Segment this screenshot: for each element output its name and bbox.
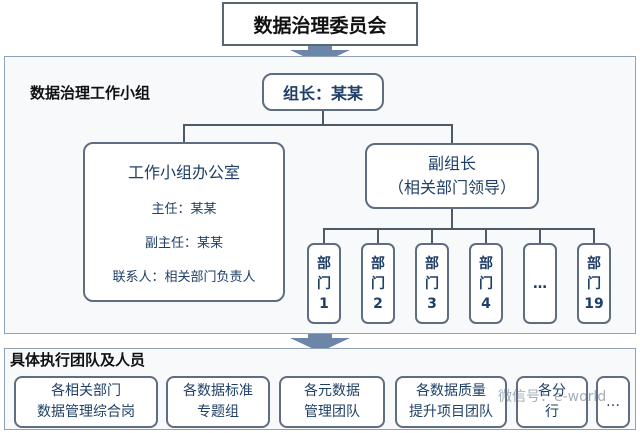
team-line: 各相关部门 (51, 383, 121, 399)
department-number: 1 (319, 295, 329, 312)
team-line: 专题组 (197, 404, 239, 420)
department-char: 门 (317, 275, 331, 292)
team-line: 各分 (538, 383, 566, 399)
department-number: 4 (481, 295, 491, 312)
deputy-leader-box: 副组长 （相关部门领导） (365, 143, 539, 209)
ellipsis-text: … (533, 275, 547, 292)
office-deputy-director: 副主任：某某 (144, 235, 223, 251)
leader-label: 组长：某某 (282, 84, 363, 103)
team-line: 各数据质量 (416, 383, 486, 399)
leader-branch-line (183, 124, 453, 126)
department-box: 部 门 3 (415, 243, 449, 324)
watermark-text: 微信号：e-world (498, 389, 607, 405)
department-char: 门 (371, 275, 385, 292)
team-box: 各分 行 (516, 376, 588, 428)
department-number: 2 (373, 295, 383, 312)
department-number: 19 (584, 295, 604, 312)
department-char: 门 (425, 275, 439, 292)
dept-drop-line (431, 228, 433, 243)
team-line: 各数据标准 (183, 383, 253, 399)
department-char: 部 (587, 255, 601, 272)
office-contact: 联系人：相关部门负责人 (112, 269, 256, 285)
dept-drop-line (593, 228, 595, 243)
department-box: 部 门 19 (577, 243, 611, 324)
office-box: 工作小组办公室 主任：某某 副主任：某某 联系人：相关部门负责人 (83, 142, 285, 302)
team-line: 数据管理综合岗 (37, 404, 135, 420)
deputy-drop-line (451, 124, 453, 143)
dept-branch-line (323, 228, 595, 230)
department-char: 门 (479, 275, 493, 292)
department-char: 门 (587, 275, 601, 292)
department-number: 3 (427, 295, 437, 312)
department-char: 部 (425, 255, 439, 272)
team-line: 提升项目团队 (409, 404, 493, 420)
dept-drop-line (539, 228, 541, 243)
dept-drop-line (323, 228, 325, 243)
arrow-down-icon (308, 334, 332, 340)
leader-stem-line (322, 111, 324, 125)
deputy-leader-title: 副组长 (427, 154, 476, 173)
department-char: 部 (371, 255, 385, 272)
deputy-leader-subtitle: （相关部门领导） (387, 178, 516, 197)
office-director: 主任：某某 (151, 202, 217, 218)
team-line: 各元数据 (304, 383, 360, 399)
department-char: 部 (317, 255, 331, 272)
office-drop-line (183, 124, 185, 142)
office-title: 工作小组办公室 (127, 163, 240, 183)
team-box-ellipsis: … (596, 376, 630, 428)
team-box: 各数据标准 专题组 (166, 376, 270, 428)
team-box: 各数据质量 提升项目团队 (395, 376, 507, 428)
working-group-title: 数据治理工作小组 (30, 84, 151, 102)
deputy-stem-line (451, 209, 453, 229)
dept-drop-line (377, 228, 379, 243)
department-box: 部 门 4 (469, 243, 503, 324)
committee-box: 数据治理委员会 (222, 2, 418, 46)
department-box-ellipsis: … (523, 243, 557, 324)
committee-title: 数据治理委员会 (253, 14, 387, 37)
ellipsis-text: … (606, 393, 620, 410)
team-box: 各元数据 管理团队 (279, 376, 385, 428)
department-box: 部 门 2 (361, 243, 395, 324)
leader-box: 组长：某某 (262, 73, 384, 111)
dept-drop-line (485, 228, 487, 243)
department-box: 部 门 1 (307, 243, 341, 324)
team-line: 管理团队 (304, 404, 360, 420)
department-char: 部 (479, 255, 493, 272)
arrow-down-icon (308, 46, 332, 52)
team-box: 各相关部门 数据管理综合岗 (14, 376, 158, 428)
team-line: 行 (545, 404, 559, 420)
execution-title: 具体执行团队及人员 (10, 351, 146, 369)
